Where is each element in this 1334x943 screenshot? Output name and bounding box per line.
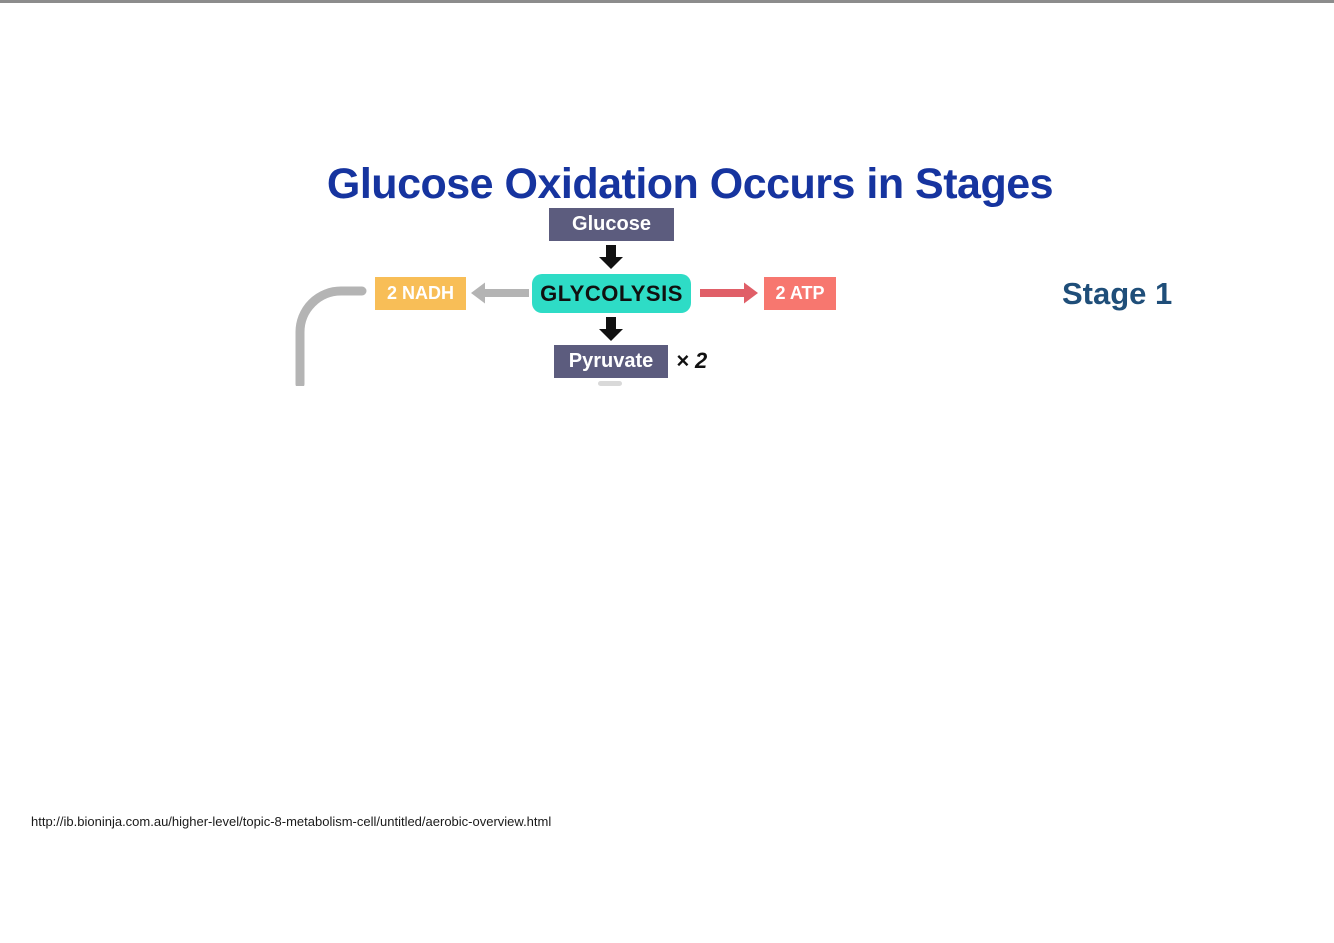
- glycolysis-box: GLYCOLYSIS: [532, 274, 691, 313]
- nadh-label: 2 NADH: [386, 283, 454, 303]
- glucose-label: Glucose: [572, 213, 651, 235]
- atp-label: 2 ATP: [775, 283, 825, 303]
- pyruvate-label: Pyruvate: [568, 350, 654, 372]
- glycolysis-label: GLYCOLYSIS: [540, 280, 683, 306]
- atp-box: 2 ATP: [764, 277, 836, 310]
- top-rule: [0, 0, 1334, 3]
- cropped-diagram-fragment: [598, 381, 622, 386]
- source-url: http://ib.bioninja.com.au/higher-level/t…: [31, 814, 552, 829]
- nadh-curve-line: [295, 286, 367, 386]
- down-arrow-glucose-to-glycolysis-icon: [599, 245, 623, 269]
- slide-title: Glucose Oxidation Occurs in Stages: [326, 159, 1054, 208]
- pyruvate-multiplier: × 2: [676, 348, 708, 373]
- glucose-box: Glucose: [549, 208, 674, 241]
- down-arrow-glycolysis-to-pyruvate-icon: [599, 317, 623, 341]
- left-arrow-glycolysis-to-nadh-icon: [471, 282, 529, 304]
- right-arrow-glycolysis-to-atp-icon: [700, 282, 758, 304]
- nadh-box: 2 NADH: [375, 277, 466, 310]
- pyruvate-box: Pyruvate: [554, 345, 668, 378]
- diagram-connectors: [295, 245, 758, 386]
- stage-label: Stage 1: [1062, 276, 1173, 311]
